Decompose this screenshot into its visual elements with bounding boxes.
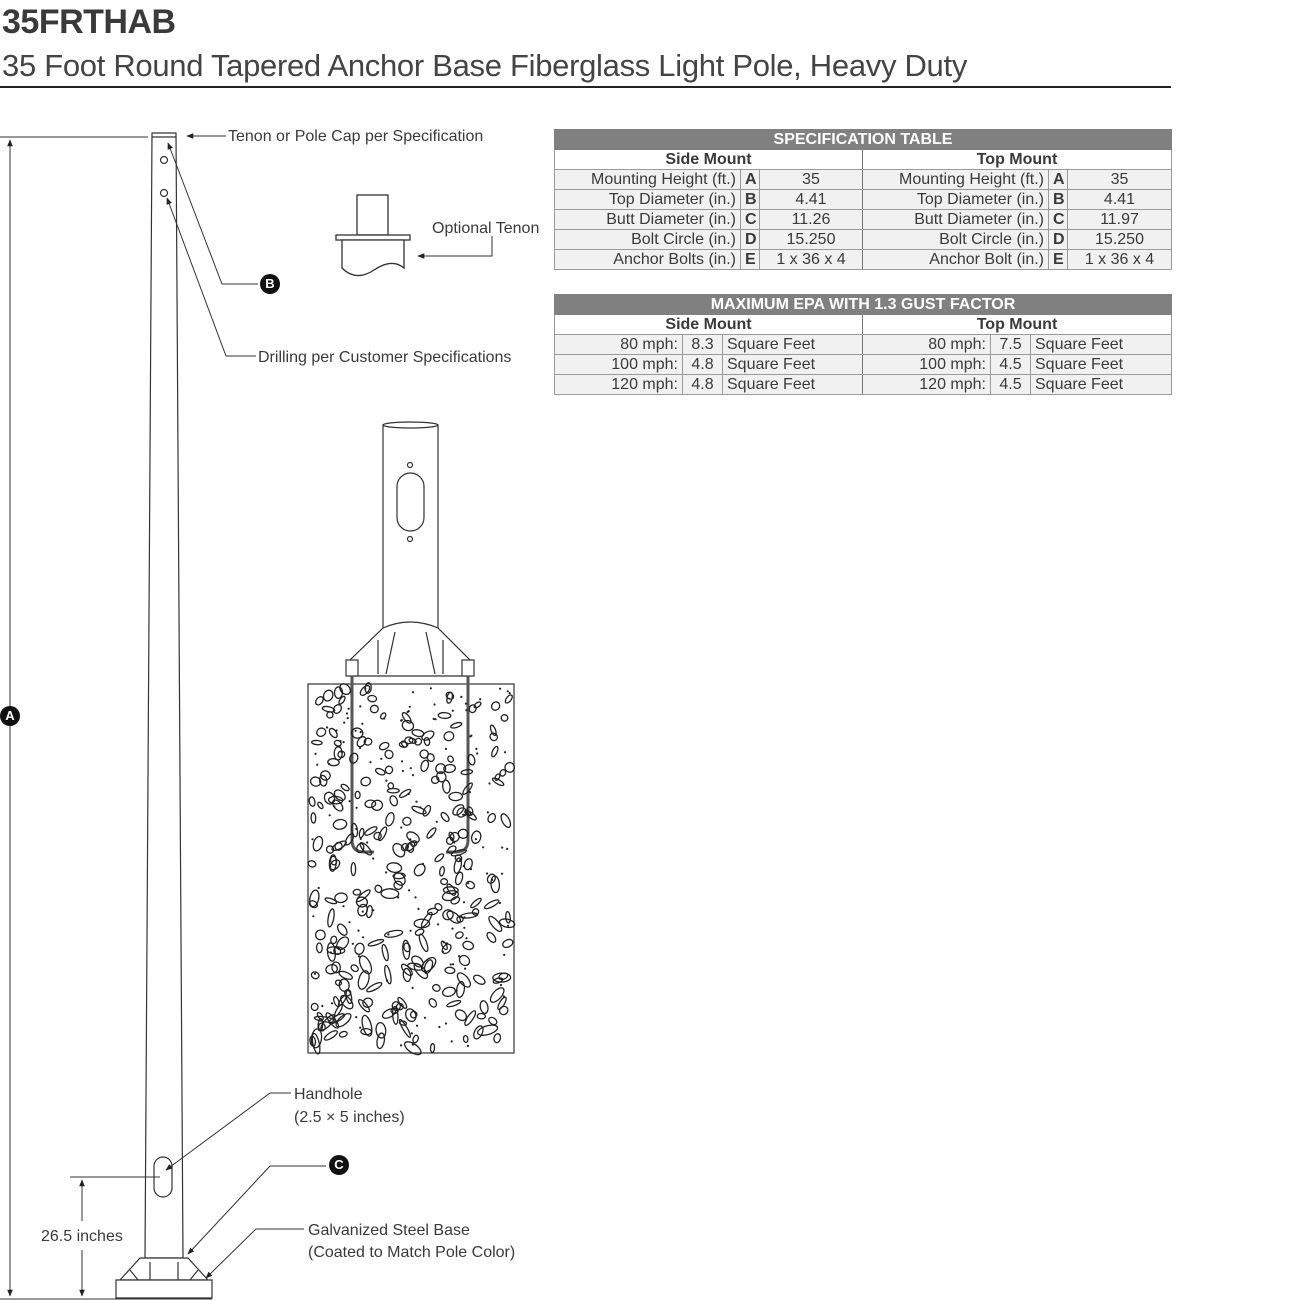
spec-top-key: C — [1048, 209, 1068, 230]
epa-side-unit: Square Feet — [722, 374, 863, 395]
spec-top-key: A — [1048, 169, 1068, 190]
title-divider — [0, 86, 1171, 88]
spec-top-label: Bolt Circle (in.) — [862, 229, 1049, 250]
epa-side-speed: 80 mph: — [554, 334, 683, 355]
spec-top-key: E — [1048, 249, 1068, 270]
drilling-label: Drilling per Customer Specifications — [258, 349, 511, 366]
handhole-label: Handhole — [294, 1086, 363, 1103]
spec-top-key: D — [1048, 229, 1068, 250]
concrete-aggregate — [307, 682, 516, 1056]
spec-side-key: C — [740, 209, 760, 230]
side-mount-header: Side Mount — [554, 149, 863, 170]
spec-side-key: E — [740, 249, 760, 270]
callout-a: A — [0, 706, 20, 726]
top-mount-header: Top Mount — [862, 149, 1172, 170]
spec-top-key: B — [1048, 189, 1068, 210]
epa-side-value: 4.8 — [682, 354, 723, 375]
spec-side-value: 1 x 36 x 4 — [759, 249, 863, 270]
epa-top-unit: Square Feet — [1029, 354, 1173, 375]
base-coating-label: (Coated to Match Pole Color) — [308, 1244, 515, 1261]
epa-side-speed: 120 mph: — [554, 374, 683, 395]
product-code: 35FRTHAB — [2, 3, 176, 41]
spec-top-value: 15.250 — [1067, 229, 1172, 250]
spec-side-value: 11.26 — [759, 209, 863, 230]
spec-top-value: 4.41 — [1067, 189, 1172, 210]
tenon-cap-label: Tenon or Pole Cap per Specification — [228, 128, 483, 145]
leader-lines — [70, 133, 493, 1297]
spec-top-label: Mounting Height (ft.) — [862, 169, 1049, 190]
epa-top-mount-header: Top Mount — [861, 314, 1173, 335]
spec-side-key: B — [740, 189, 760, 210]
spec-top-value: 35 — [1067, 169, 1172, 190]
epa-side-unit: Square Feet — [722, 334, 863, 355]
spec-side-label: Butt Diameter (in.) — [554, 209, 741, 230]
spec-top-value: 11.97 — [1067, 209, 1172, 230]
spec-top-label: Top Diameter (in.) — [862, 189, 1049, 210]
pole-shaft — [144, 132, 184, 1259]
callout-b: B — [260, 274, 280, 294]
epa-top-unit: Square Feet — [1029, 374, 1173, 395]
epa-side-value: 8.3 — [682, 334, 723, 355]
epa-table-title: MAXIMUM EPA WITH 1.3 GUST FACTOR — [553, 294, 1173, 315]
spec-table-title: SPECIFICATION TABLE — [554, 129, 1172, 150]
spec-top-label: Anchor Bolt (in.) — [862, 249, 1049, 270]
epa-table: MAXIMUM EPA WITH 1.3 GUST FACTOR Side Mo… — [553, 294, 1173, 395]
base-label: Galvanized Steel Base — [308, 1222, 470, 1239]
epa-side-speed: 100 mph: — [554, 354, 683, 375]
epa-side-value: 4.8 — [682, 374, 723, 395]
optional-tenon-label: Optional Tenon — [432, 220, 539, 237]
spec-side-label: Top Diameter (in.) — [554, 189, 741, 210]
epa-top-speed: 120 mph: — [862, 374, 991, 395]
epa-top-speed: 100 mph: — [862, 354, 991, 375]
foundation-detail — [307, 421, 515, 1054]
product-title: 35 Foot Round Tapered Anchor Base Fiberg… — [2, 48, 968, 83]
spec-side-key: D — [740, 229, 760, 250]
callout-c: C — [329, 1155, 349, 1175]
epa-top-value: 7.5 — [990, 334, 1031, 355]
epa-side-unit: Square Feet — [722, 354, 863, 375]
handhole-size-label: (2.5 × 5 inches) — [294, 1109, 405, 1126]
epa-top-value: 4.5 — [990, 374, 1031, 395]
specification-table: SPECIFICATION TABLE Side Mount Top Mount… — [554, 129, 1172, 270]
pole-base — [115, 1257, 213, 1299]
spec-side-label: Anchor Bolts (in.) — [554, 249, 741, 270]
spec-side-label: Bolt Circle (in.) — [554, 229, 741, 250]
drill-hole — [159, 188, 169, 198]
spec-side-value: 15.250 — [759, 229, 863, 250]
epa-top-value: 4.5 — [990, 354, 1031, 375]
spec-side-value: 35 — [759, 169, 863, 190]
spec-top-value: 1 x 36 x 4 — [1067, 249, 1172, 270]
optional-tenon-drawing — [335, 194, 411, 277]
spec-side-key: A — [740, 169, 760, 190]
spec-side-value: 4.41 — [759, 189, 863, 210]
drill-hole — [159, 155, 169, 165]
handhole-height-label: 26.5 inches — [41, 1228, 123, 1245]
spec-top-label: Butt Diameter (in.) — [862, 209, 1049, 230]
spec-side-label: Mounting Height (ft.) — [554, 169, 741, 190]
epa-side-mount-header: Side Mount — [554, 314, 863, 335]
epa-top-speed: 80 mph: — [862, 334, 991, 355]
epa-top-unit: Square Feet — [1029, 334, 1173, 355]
